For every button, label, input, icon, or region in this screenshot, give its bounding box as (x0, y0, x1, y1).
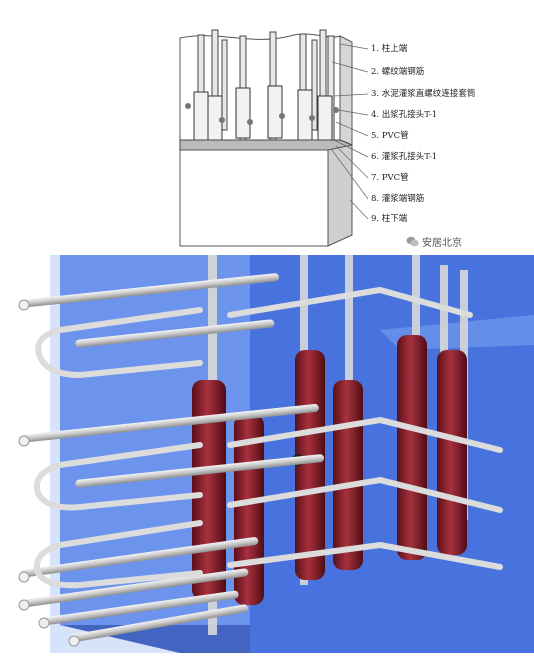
callout-label-1: 1. 柱上端 (371, 44, 408, 54)
callout-label-8: 8. 灌浆端钢筋 (371, 194, 425, 204)
callout-label-7: 7. PVC管 (371, 173, 409, 183)
callout-label-5: 5. PVC管 (371, 131, 409, 141)
diagram-drawing (179, 29, 369, 247)
callout-label-3: 3. 水泥灌浆直螺纹连接套筒 (371, 89, 476, 99)
grout-sleeves (193, 85, 333, 143)
wechat-icon (406, 236, 419, 247)
horizontal-rebars (20, 273, 325, 643)
callout-label-9: 9. 柱下端 (371, 214, 408, 224)
rebar-ends (18, 299, 80, 647)
callout-label-6: 6. 灌浆孔接头T-1 (371, 152, 438, 162)
lower-column (179, 144, 353, 247)
watermark: 安居北京 (406, 234, 462, 249)
watermark-text: 安居北京 (422, 238, 462, 249)
sleeve-connection-diagram: 1. 柱上端 2. 螺纹端钢筋 3. 水泥灌浆直螺纹连接套筒 4. 出浆孔接头T… (0, 0, 534, 255)
stirrup-loops (34, 286, 503, 589)
grout-ports (185, 103, 339, 125)
callout-label-2: 2. 螺纹端钢筋 (371, 67, 425, 77)
render-drawing (18, 255, 534, 653)
leader-lines (331, 43, 369, 220)
rebar-cage-render (0, 255, 534, 653)
callout-label-4: 4. 出浆孔接头T-1 (371, 110, 438, 120)
